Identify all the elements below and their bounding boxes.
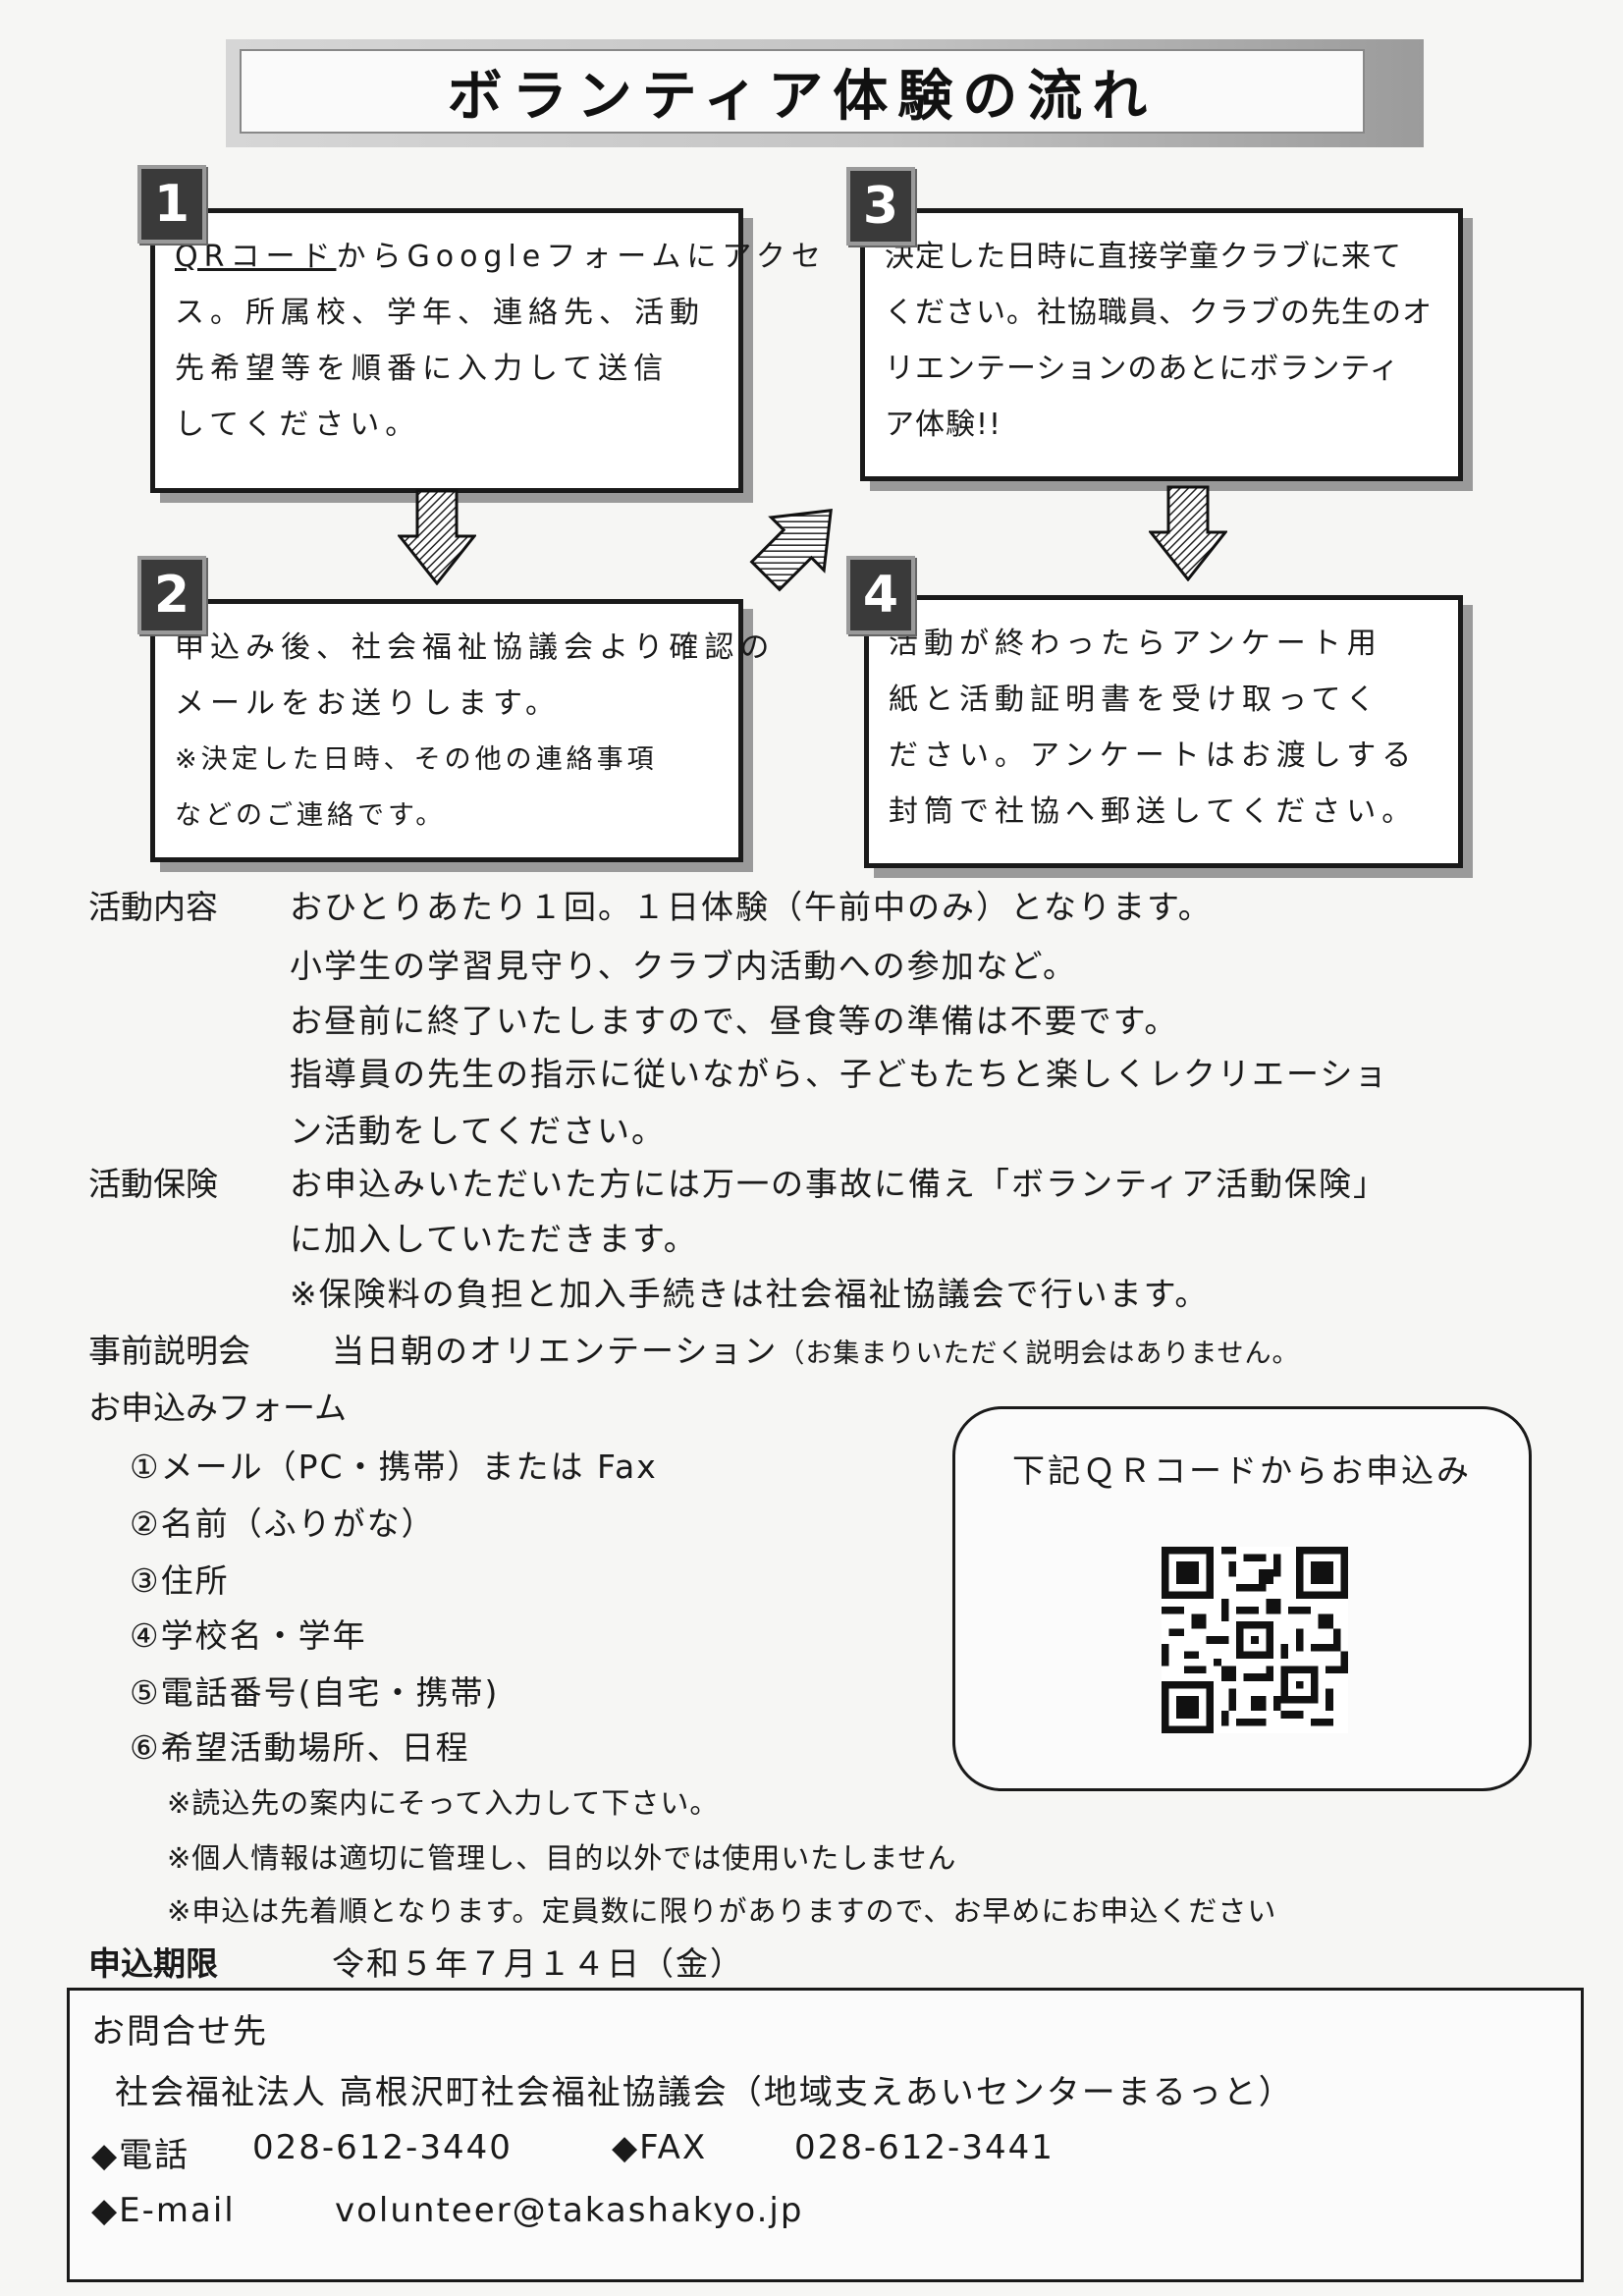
step-1-line-3: 先希望等を順番に入力して送信: [175, 352, 670, 386]
page-title: ボランティア体験の流れ: [447, 64, 1158, 129]
step-3-line-4: ア体験!!: [885, 408, 1002, 442]
contact-box: お問合せ先 社会福祉法人 高根沢町社会福祉協議会（地域支えあいセンターまるっと）…: [67, 1988, 1584, 2282]
step-4-line-2: 紙と活動証明書を受け取ってく: [889, 683, 1381, 717]
deadline-label: 申込期限: [88, 1944, 218, 1983]
form-note-2: ※個人情報は適切に管理し、目的以外では使用いたしません: [167, 1841, 957, 1875]
qr-code-icon[interactable]: [1162, 1547, 1348, 1733]
deadline-date: 令和５年７月１４日（金）: [332, 1944, 744, 1983]
contact-email-link[interactable]: volunteer@takashakyo.jp: [335, 2191, 804, 2230]
step-2-note-2: などのご連絡です。: [175, 800, 447, 831]
step-2-line-1: 申込み後、社会福祉協議会より確認の: [175, 630, 776, 665]
insurance-label: 活動保険: [88, 1165, 218, 1203]
contact-phone-label: ◆電話: [91, 2136, 190, 2175]
step-3-number: 3: [846, 167, 915, 246]
activity-line-5: ン活動をしてください。: [290, 1112, 667, 1150]
briefing-note: （お集まりいただく説明会はありません。: [778, 1339, 1300, 1369]
qr-title: 下記ＱＲコードからお申込み: [1012, 1451, 1472, 1490]
form-note-1: ※読込先の案内にそって入力して下さい。: [167, 1786, 720, 1820]
step-2-box: 申込み後、社会福祉協議会より確認の メールをお送りします。 ※決定した日時、その…: [150, 599, 776, 862]
title-banner: ボランティア体験の流れ: [226, 39, 1424, 147]
form-note-3: ※申込は先着順となります。定員数に限りがありますので、お早めにお申込ください: [167, 1894, 1277, 1928]
step-1-line-1-rest: からGoogleフォームにアクセ: [336, 240, 827, 274]
step-2-number: 2: [137, 556, 206, 634]
briefing-main: 当日朝のオリエンテーション: [332, 1332, 779, 1370]
contact-phone[interactable]: 028-612-3440: [252, 2128, 513, 2167]
contact-email-label: ◆E-mail: [91, 2191, 236, 2230]
step-1-box: QRコードからGoogleフォームにアクセ ス。所属校、学年、連絡先、活動 先希…: [150, 208, 821, 493]
step-1-line-1: QRコードからGoogleフォームにアクセ: [175, 229, 821, 285]
step-4-line-3: ださい。アンケートはお渡しする: [889, 738, 1418, 773]
contact-heading: お問合せ先: [91, 2012, 268, 2051]
form-label: お申込みフォーム: [88, 1389, 348, 1427]
step-4-line-4: 封筒で社協へ郵送してください。: [889, 794, 1418, 829]
activity-line-4: 指導員の先生の指示に従いながら、子どもたちと楽しくレクリエーショ: [290, 1055, 1389, 1093]
step-1-number: 1: [137, 165, 206, 244]
qr-code-link-text: QRコード: [175, 240, 337, 274]
contact-fax-label: ◆FAX: [612, 2128, 708, 2167]
arrow-up-right-2-3-icon: [749, 509, 833, 592]
briefing-text: 当日朝のオリエンテーション（お集まりいただく説明会はありません。: [332, 1328, 1300, 1378]
step-2-line-2: メールをお送りします。: [175, 686, 561, 721]
step-4-box: 活動が終わったらアンケート用 紙と活動証明書を受け取ってく ださい。アンケートは…: [864, 595, 1463, 868]
insurance-line-1: お申込みいただいた方には万一の事故に備え「ボランティア活動保険」: [290, 1165, 1388, 1203]
step-1-line-2: ス。所属校、学年、連絡先、活動: [175, 296, 705, 330]
contact-fax[interactable]: 028-612-3441: [794, 2128, 1055, 2167]
step-4-line-1: 活動が終わったらアンケート用: [889, 627, 1382, 661]
arrow-down-1-2-icon: [398, 489, 476, 585]
activity-line-2: 小学生の学習見守り、クラブ内活動への参加など。: [290, 947, 1078, 985]
form-item-1: ①メール（PC・携帯）または Fax: [130, 1448, 658, 1486]
step-1-line-4: してください。: [175, 408, 421, 442]
contact-org: 社会福祉法人 高根沢町社会福祉協議会（地域支えあいセンターまるっと）: [115, 2073, 1294, 2112]
form-item-2: ②名前（ふりがな）: [130, 1504, 436, 1543]
form-item-5: ⑤電話番号(自宅・携帯): [130, 1673, 500, 1712]
form-item-4: ④学校名・学年: [130, 1616, 367, 1655]
step-3-line-2: ください。社協職員、クラブの先生のオ: [885, 296, 1433, 330]
step-4-number: 4: [846, 556, 915, 634]
activity-line-1: おひとりあたり１回。１日体験（午前中のみ）となります。: [290, 888, 1213, 926]
form-item-6: ⑥希望活動場所、日程: [130, 1728, 470, 1767]
insurance-line-2: に加入していただきます。: [290, 1220, 698, 1258]
step-3-line-1: 決定した日時に直接学童クラブに来て: [885, 240, 1402, 274]
activity-line-3: お昼前に終了いたしますので、昼食等の準備は不要です。: [290, 1002, 1179, 1040]
step-3-line-3: リエンテーションのあとにボランティ: [885, 352, 1400, 386]
qr-box: 下記ＱＲコードからお申込み: [952, 1406, 1532, 1791]
activity-label: 活動内容: [88, 888, 218, 926]
briefing-label: 事前説明会: [88, 1332, 250, 1370]
insurance-line-3: ※保険料の負担と加入手続きは社会福祉協議会で行います。: [290, 1275, 1210, 1313]
arrow-down-3-4-icon: [1149, 485, 1227, 581]
form-item-3: ③住所: [130, 1561, 230, 1600]
title-banner-inner: ボランティア体験の流れ: [240, 49, 1365, 134]
step-3-box: 決定した日時に直接学童クラブに来て ください。社協職員、クラブの先生のオ リエン…: [860, 208, 1463, 481]
step-2-note-1: ※決定した日時、その他の連絡事項: [175, 744, 658, 775]
